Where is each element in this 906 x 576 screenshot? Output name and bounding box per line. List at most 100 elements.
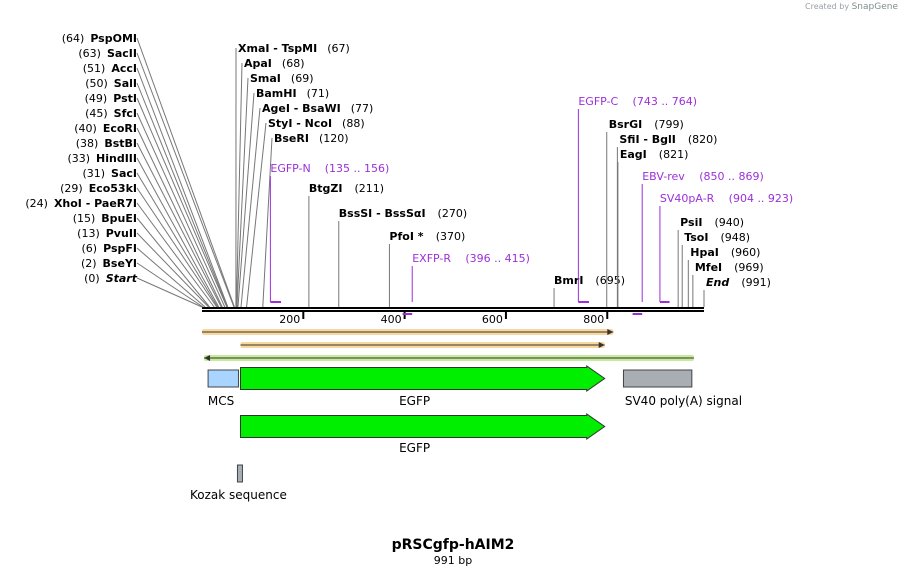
site-line-pspfi (136, 247, 206, 308)
site-pos-start: (0) (84, 272, 100, 285)
ruler-label: 400 (381, 313, 402, 326)
ruler-label: 800 (583, 313, 604, 326)
site-pos-styi-ncoi: (88) (342, 117, 365, 130)
feature-kozak-sequence-box[interactable] (236, 464, 243, 483)
site-styi-ncoi: StyI - NcoI (268, 117, 332, 130)
site-pos-sali: (50) (85, 77, 108, 90)
site-pos-hpai: (960) (731, 246, 761, 259)
site-pos-eagi: (821) (659, 148, 689, 161)
primer-range-exfp-r: (396 .. 415) (465, 252, 530, 265)
site-pos-bmri: (695) (595, 274, 625, 287)
site-pos-acci: (51) (83, 62, 106, 75)
site-line-eco53ki (136, 187, 218, 308)
brand-name: SnapGene (851, 2, 898, 12)
site-xhoi-paer7i: XhoI - PaeR7I (54, 197, 137, 210)
site-pos-bpuei: (15) (73, 212, 96, 225)
feature-egfp-arrow[interactable] (239, 365, 606, 392)
site-line-bpuei (136, 217, 210, 308)
site-start: Start (106, 272, 138, 285)
primer-range-ebv-rev: (850 .. 869) (699, 170, 764, 183)
site-line-styi-ncoi (246, 122, 267, 308)
primer-label-exfp-r: EXFP-R (412, 252, 451, 265)
feature-label-sv40-poly-a-signal: SV40 poly(A) signal (625, 394, 742, 408)
site-pos-xmai-tspmi: (67) (327, 42, 350, 55)
orf-arrowhead (204, 355, 211, 361)
site-eco53ki: Eco53kI (89, 182, 137, 195)
site-line-acci (136, 67, 229, 308)
ruler-label: 200 (279, 313, 300, 326)
site-eagi: EagI (620, 148, 647, 161)
site-line-xhoi-paer7i (136, 202, 215, 308)
site-pos-xhoi-paer7i: (24) (25, 197, 48, 210)
map-title: pRSCgfp-hAIM2 (391, 537, 515, 553)
site-bseyi: BseYI (103, 257, 137, 270)
site-hpai: HpaI (690, 246, 719, 259)
site-pos-bstbi: (38) (76, 137, 99, 150)
site-bsssi-bsss-i: BssSI - BssSαI (339, 207, 426, 220)
site-line-sfci (136, 112, 226, 308)
site-pvuii: PvuII (106, 227, 137, 240)
site-bpuei: BpuEI (101, 212, 137, 225)
site-line-agei-bsawi (240, 107, 261, 308)
site-bamhi: BamHI (256, 87, 297, 100)
primer-label-egfp-c: EGFP-C (578, 95, 618, 108)
site-pos-psti: (49) (85, 92, 108, 105)
site-pos-sacii: (63) (78, 47, 101, 60)
primer-label-sv40pa-r: SV40pA-R (660, 192, 715, 205)
brand-prefix: Created by (805, 2, 850, 11)
site-pfoi: PfoI * (389, 230, 423, 243)
site-sali: SalI (114, 77, 137, 90)
site-pos-pfoi: (370) (436, 230, 466, 243)
feature-label-egfp: EGFP (399, 441, 430, 455)
backbone-top-strand (202, 307, 704, 309)
site-pos-bsrgi: (799) (654, 118, 684, 131)
site-pos-tsoi: (948) (720, 231, 750, 244)
site-line-bseyi (136, 262, 204, 308)
site-psii: PsiI (680, 216, 702, 229)
site-line-sacii (136, 52, 235, 308)
primer-range-egfp-c: (743 .. 764) (633, 95, 698, 108)
site-pos-psii: (940) (714, 216, 744, 229)
site-pos-pspomi: (64) (62, 32, 85, 45)
site-pos-bsssi-bsss-i: (270) (438, 207, 468, 220)
site-line-bseri (262, 137, 273, 308)
site-line-start (136, 277, 203, 308)
primer-label-ebv-rev: EBV-rev (642, 170, 685, 183)
site-pos-apai: (68) (282, 57, 305, 70)
site-pos-end: (991) (741, 276, 771, 289)
feature-mcs-box[interactable] (207, 369, 239, 388)
site-line-saci (136, 172, 219, 308)
site-pos-btgzi: (211) (354, 182, 384, 195)
site-pos-pspfi: (6) (82, 242, 98, 255)
site-line-pspomi (136, 37, 235, 308)
snapgene-brand: Created by SnapGene (805, 2, 898, 12)
site-pos-smai: (69) (291, 72, 314, 85)
site-tsoi: TsoI (684, 231, 708, 244)
site-bmri: BmrI (554, 274, 583, 287)
site-line-psti (136, 97, 228, 308)
site-pos-bseyi: (2) (81, 257, 97, 270)
site-pos-eco53ki: (29) (60, 182, 83, 195)
site-pos-ecori: (40) (74, 122, 97, 135)
site-pos-agei-bsawi: (77) (351, 102, 374, 115)
site-xmai-tspmi: XmaI - TspMI (238, 42, 317, 55)
site-hindiii: HindIII (96, 152, 137, 165)
site-pos-bamhi: (71) (307, 87, 330, 100)
feature-label-mcs: MCS (208, 394, 234, 408)
primer-range-sv40pa-r: (904 .. 923) (729, 192, 794, 205)
primer-range-egfp-n: (135 .. 156) (325, 162, 390, 175)
orf-arrowhead (607, 329, 614, 335)
feature-egfp-arrow[interactable] (239, 413, 606, 440)
ruler-label: 600 (482, 313, 503, 326)
site-line-ecori (136, 127, 223, 308)
site-sfci: SfcI (114, 107, 137, 120)
orf-arrowhead (598, 342, 605, 348)
site-ecori: EcoRI (103, 122, 137, 135)
site-sacii: SacII (107, 47, 137, 60)
site-line-sali (136, 82, 228, 308)
site-pos-saci: (31) (82, 167, 105, 180)
feature-sv40-poly-a-signal-box[interactable] (622, 369, 693, 388)
site-bsrgi: BsrGI (609, 118, 642, 131)
site-pos-bseri: (120) (319, 132, 349, 145)
